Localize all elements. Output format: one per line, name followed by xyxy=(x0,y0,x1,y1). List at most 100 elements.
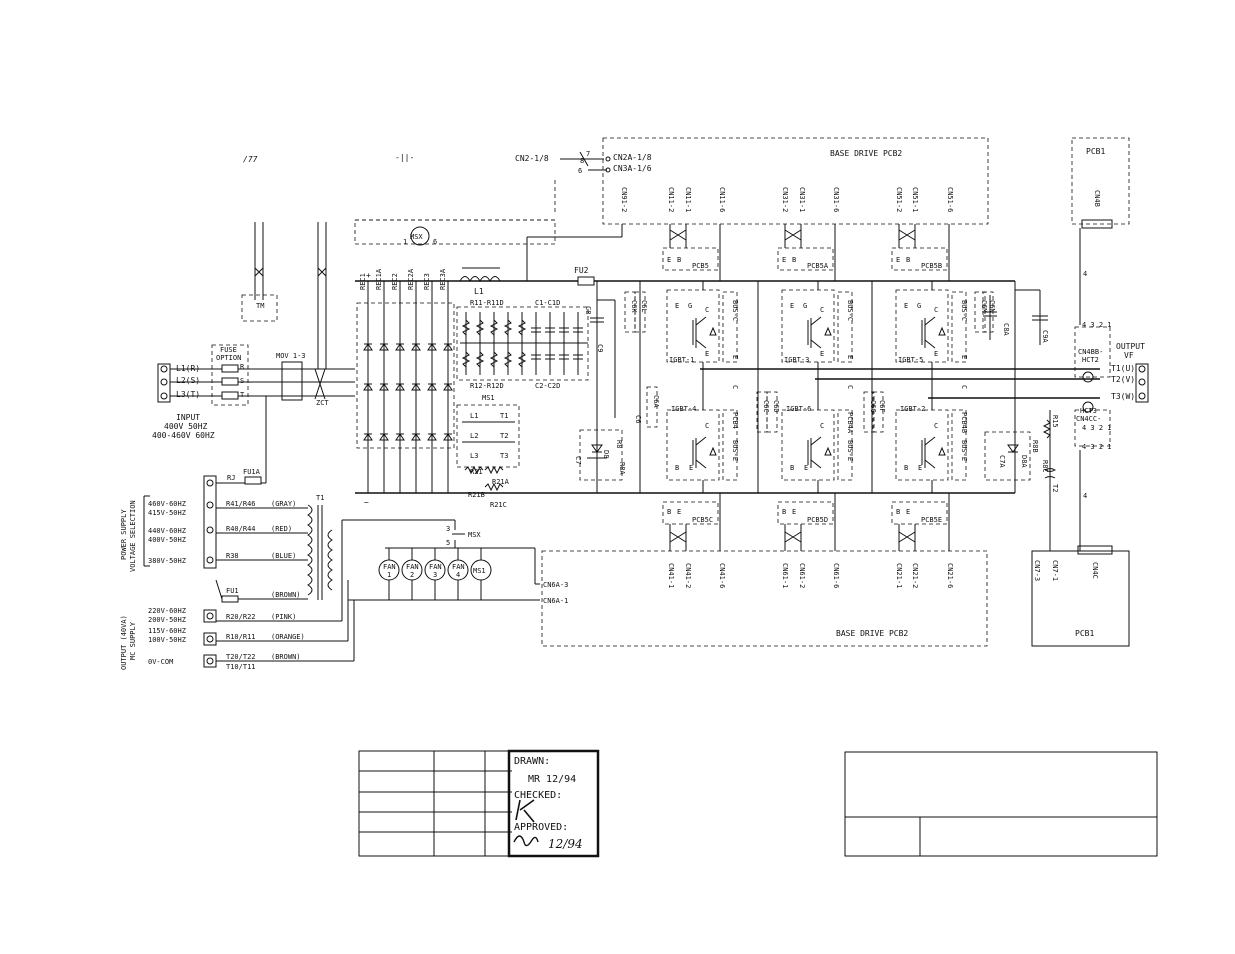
mc-r1-color: (ORANGE) xyxy=(271,633,305,641)
igbt-top-label: IGBT-3 xyxy=(784,356,809,364)
pin7-label: 7 xyxy=(586,150,590,158)
r8c-label: R8C xyxy=(1041,460,1049,473)
rectifier-label: REC1 xyxy=(359,273,367,290)
c9a-label: C9A xyxy=(1041,330,1049,343)
ms1-t2: T2 xyxy=(500,432,508,440)
cn41-2-label: CN41-2 xyxy=(684,563,692,588)
bus-e-label: BUS-E xyxy=(846,440,854,461)
igbt-top-label: IGBT-5 xyxy=(898,356,923,364)
igbt-top-box xyxy=(666,289,720,363)
drawn-label: DRAWN: xyxy=(514,756,550,767)
svg-text:/77: /77 xyxy=(243,155,258,164)
c7-label: C7 xyxy=(574,456,582,464)
pin-b: B xyxy=(792,256,796,264)
cn11-1-label: CN11-1 xyxy=(684,187,692,212)
pcb1-bottom-label: PCB1 xyxy=(1075,629,1094,638)
base-drive-top-label: BASE DRIVE PCB2 xyxy=(830,149,902,158)
pcb-bottom-label: PCB5D xyxy=(807,516,828,524)
gate-pcb-bottom xyxy=(662,501,719,525)
ps-brown: (BROWN) xyxy=(271,591,301,599)
tm-label: TM xyxy=(256,302,264,310)
cn21-2-label: CN21-2 xyxy=(911,563,919,588)
r11-label: R11-R11D xyxy=(470,299,504,307)
pin-c: C xyxy=(705,306,709,314)
hct2-label-b: HCT2 xyxy=(1082,356,1099,364)
fan-number: 3 xyxy=(433,571,437,579)
pin-e: E xyxy=(906,508,910,516)
pcb1-top-box xyxy=(1071,137,1130,225)
pin-e: E xyxy=(904,302,908,310)
fan-label: FAN xyxy=(429,563,442,571)
pin-e: E xyxy=(792,508,796,516)
t1-label: T1 xyxy=(316,494,324,502)
cn21-1-label: CN21-1 xyxy=(895,563,903,588)
ps-side-a: POWER SUPPLY xyxy=(120,509,128,560)
cn4c-label: CN4C xyxy=(1091,562,1099,579)
fan-number: 1 xyxy=(387,571,391,579)
igbt-top-box xyxy=(895,289,949,363)
out-t3-label: T3(W) xyxy=(1111,392,1135,401)
pin-e: E xyxy=(934,350,938,358)
igbt-bottom-box xyxy=(781,409,835,481)
cn6a3-label: CN6A-3 xyxy=(543,581,568,589)
snubber-left: C8 C9 C7 D8 R8 R8A xyxy=(574,281,626,493)
mc-r2-color: (BROWN) xyxy=(271,653,301,661)
pin-e: E xyxy=(960,355,968,359)
ps-r2-tap: R38 xyxy=(226,552,239,560)
ms1-t3: T3 xyxy=(500,452,508,460)
pin-b: B xyxy=(677,256,681,264)
power-supply-section: POWER SUPPLY VOLTAGE SELECTION 460V-60HZ… xyxy=(120,396,333,603)
pin-e: E xyxy=(804,464,808,472)
pin-b: B xyxy=(906,256,910,264)
igbt-bottom-label: IGBT-4 xyxy=(671,405,696,413)
pin-e: E xyxy=(790,302,794,310)
cn21-6-label: CN21-6 xyxy=(946,563,954,588)
header-connectors: /77 -||- CN2-1/8 CN2A-1/8 CN3A-1/6 7 8 6 xyxy=(243,150,652,221)
pin-e: E xyxy=(782,256,786,264)
cap-label: C6L xyxy=(640,300,648,313)
rc-bank-box xyxy=(456,306,589,381)
minus-sign: − xyxy=(364,498,369,507)
dc-bus xyxy=(355,224,1016,494)
pin-c: C xyxy=(846,385,854,389)
base-drive-bottom-box xyxy=(541,550,988,647)
pin-c: C xyxy=(820,422,824,430)
zct-label: ZCT xyxy=(316,399,329,407)
pcb-mid-label: PCB4 xyxy=(731,412,739,429)
pcb-top-label: PCB5 xyxy=(692,262,709,270)
t2-label: T2 xyxy=(1051,484,1059,492)
rc-bank xyxy=(460,312,588,375)
r8a-label: R8A xyxy=(618,462,626,475)
pin-b: B xyxy=(904,464,908,472)
cn4b-label: CN4B xyxy=(1093,190,1101,207)
mc-r2-v1: 0V-COM xyxy=(148,658,173,666)
rectifier-label: REC3A xyxy=(439,268,447,290)
pin-b: B xyxy=(790,464,794,472)
snubber-right: C9A C8A C7A D8A R8B R8C xyxy=(983,289,1049,481)
cn51-6-label: CN51-6 xyxy=(946,187,954,212)
top-connector-labels: CN91-2 CN11-2 CN11-1 CN11-6 CN31-2 CN31-… xyxy=(620,187,954,212)
fan-label: FAN xyxy=(406,563,419,571)
gate-pcb-bottom xyxy=(891,501,948,525)
ps-side-b: VOLTAGE SELECTION xyxy=(129,500,137,572)
pin-c: C xyxy=(731,385,739,389)
cn61-2-label: CN61-2 xyxy=(798,563,806,588)
pin-e: E xyxy=(846,355,854,359)
r21-label: R21 xyxy=(470,468,483,476)
ps-r1-tap: R40/R44 xyxy=(226,525,256,533)
input-label: INPUT xyxy=(176,413,200,422)
pin-c: C xyxy=(934,422,938,430)
igbt-top-label: IGBT-1 xyxy=(669,356,694,364)
d8-label: D8 xyxy=(602,450,610,458)
checked-label: CHECKED: xyxy=(514,790,562,801)
r21b-label: R21B xyxy=(468,491,485,499)
fan-label: FAN xyxy=(383,563,396,571)
bus-c-label: BUS-C xyxy=(960,300,968,321)
rectifier-label: REC2 xyxy=(391,273,399,290)
cn41-6-label: CN41-6 xyxy=(718,563,726,588)
mc-r0-tap: R20/R22 xyxy=(226,613,256,621)
lead4-bot: 4 xyxy=(1083,492,1087,500)
